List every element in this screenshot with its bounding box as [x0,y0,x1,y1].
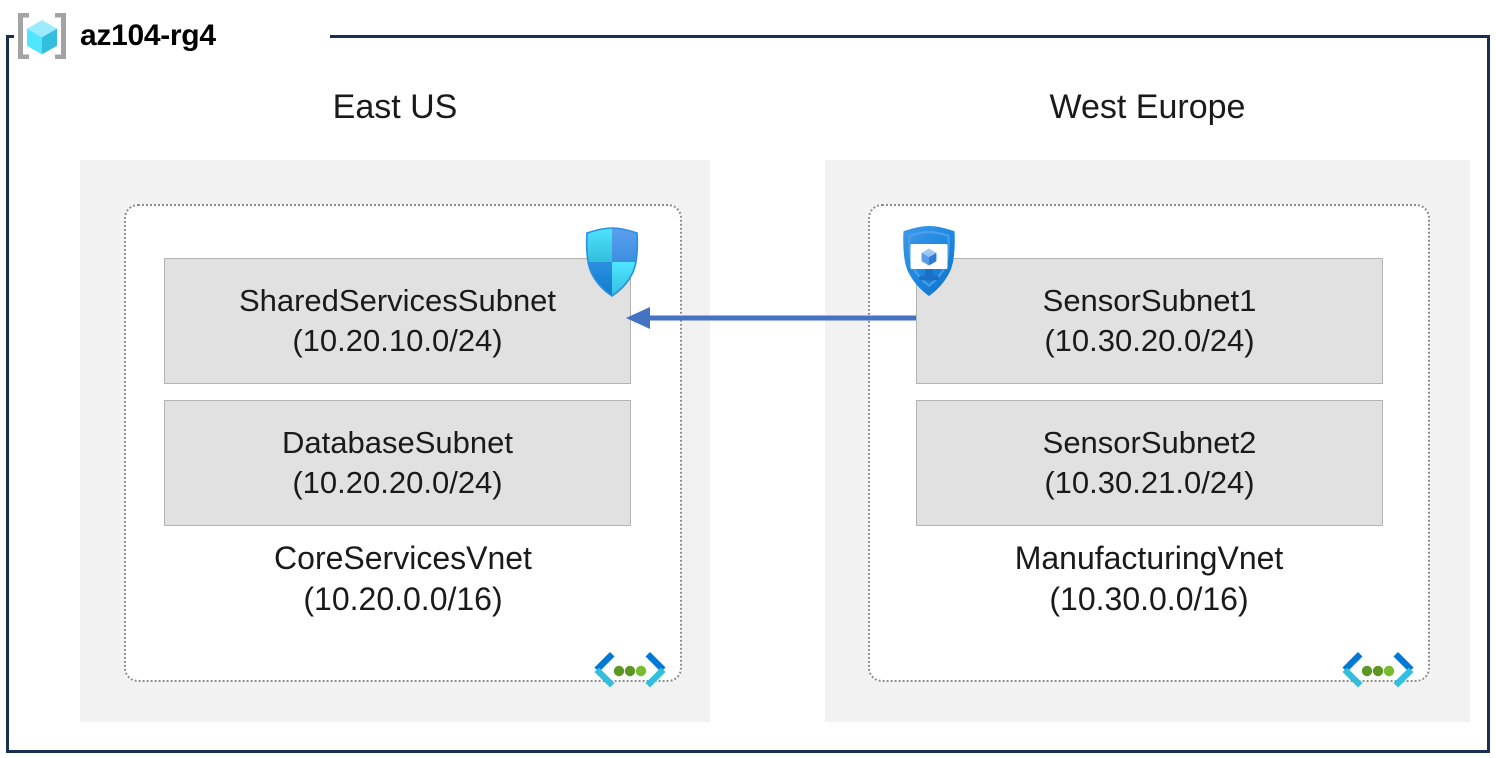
resource-group-header: az104-rg4 [14,8,216,64]
vnet-caption-coreservicesvnet: CoreServicesVnet (10.20.0.0/16) [126,538,680,620]
subnet-databasesubnet[interactable]: DatabaseSubnet (10.20.20.0/24) [164,400,631,526]
resource-group-label-mask [14,26,330,48]
subnet-sharedservicessubnet[interactable]: SharedServicesSubnet (10.20.10.0/24) [164,258,631,384]
subnet-sensorsubnet2[interactable]: SensorSubnet2 (10.30.21.0/24) [916,400,1383,526]
subnet-cidr: (10.20.20.0/24) [292,465,503,500]
subnet-name: DatabaseSubnet [282,424,513,460]
region-label-west-europe: West Europe [1049,88,1246,126]
resource-group-name: az104-rg4 [80,19,216,52]
vnet-peering-arrow [626,307,916,329]
subnet-cidr: (10.30.20.0/24) [1044,323,1255,358]
vnet-caption-manufacturingvnet: ManufacturingVnet (10.30.0.0/16) [870,538,1428,620]
region-label-east-us: East US [332,88,458,126]
bastion-shield-monitor-icon[interactable] [897,224,961,298]
subnet-name: SensorSubnet2 [1042,424,1257,460]
virtual-network-icon[interactable] [1336,648,1420,696]
subnet-cidr: (10.20.10.0/24) [292,323,503,358]
vnet-name: ManufacturingVnet [1014,540,1284,577]
subnet-sensorsubnet1[interactable]: SensorSubnet1 (10.30.20.0/24) [916,258,1383,384]
vnet-cidr: (10.20.0.0/16) [303,581,503,618]
vnet-cidr: (10.30.0.0/16) [1049,581,1249,618]
network-security-group-shield-icon[interactable] [580,226,644,298]
vnet-name: CoreServicesVnet [274,540,532,577]
subnet-name: SensorSubnet1 [1042,282,1257,318]
resource-group-cube-icon [18,13,66,59]
subnet-name: SharedServicesSubnet [238,282,557,318]
virtual-network-icon[interactable] [588,648,672,696]
subnet-cidr: (10.30.21.0/24) [1044,465,1255,500]
